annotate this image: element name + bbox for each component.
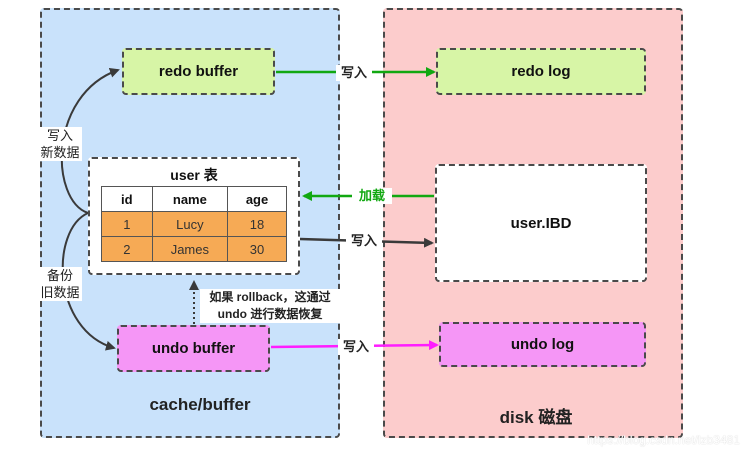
cell-name: Lucy [151, 211, 229, 237]
user-table-title: user 表 [170, 167, 218, 183]
watermark: https://blog.csdn.net/lzb3481 [587, 433, 740, 447]
write-redo-label: 写入 [336, 65, 372, 81]
header-id: id [101, 186, 153, 212]
table-header-row: id name age [101, 186, 287, 212]
cell-id: 1 [101, 211, 153, 237]
user-ibd-box: user.IBD [435, 164, 647, 282]
cell-age: 30 [227, 236, 287, 262]
cell-id: 2 [101, 236, 153, 262]
undo-log-box: undo log [439, 322, 646, 367]
header-name: name [151, 186, 229, 212]
write-ibd-label: 写入 [346, 233, 382, 249]
backup-old-data-label: 备份 旧数据 [38, 267, 82, 301]
cache-buffer-label: cache/buffer [149, 395, 251, 414]
user-table-box: user 表 id name age 1 Lucy 18 2 James 30 [88, 157, 300, 275]
redo-log-box: redo log [436, 48, 646, 95]
cell-name: James [151, 236, 229, 262]
redo-buffer-box: redo buffer [122, 48, 275, 95]
user-table: id name age 1 Lucy 18 2 James 30 [101, 186, 287, 262]
table-row: 2 James 30 [101, 236, 287, 262]
load-label: 加载 [352, 188, 392, 204]
table-row: 1 Lucy 18 [101, 211, 287, 237]
header-age: age [227, 186, 287, 212]
write-new-data-label: 写入 新数据 [38, 127, 82, 161]
undo-buffer-box: undo buffer [117, 325, 270, 372]
write-undo-label: 写入 [338, 339, 374, 355]
cell-age: 18 [227, 211, 287, 237]
rollback-note: 如果 rollback，这通过 undo 进行数据恢复 [200, 289, 340, 323]
disk-label: disk 磁盘 [499, 408, 573, 427]
